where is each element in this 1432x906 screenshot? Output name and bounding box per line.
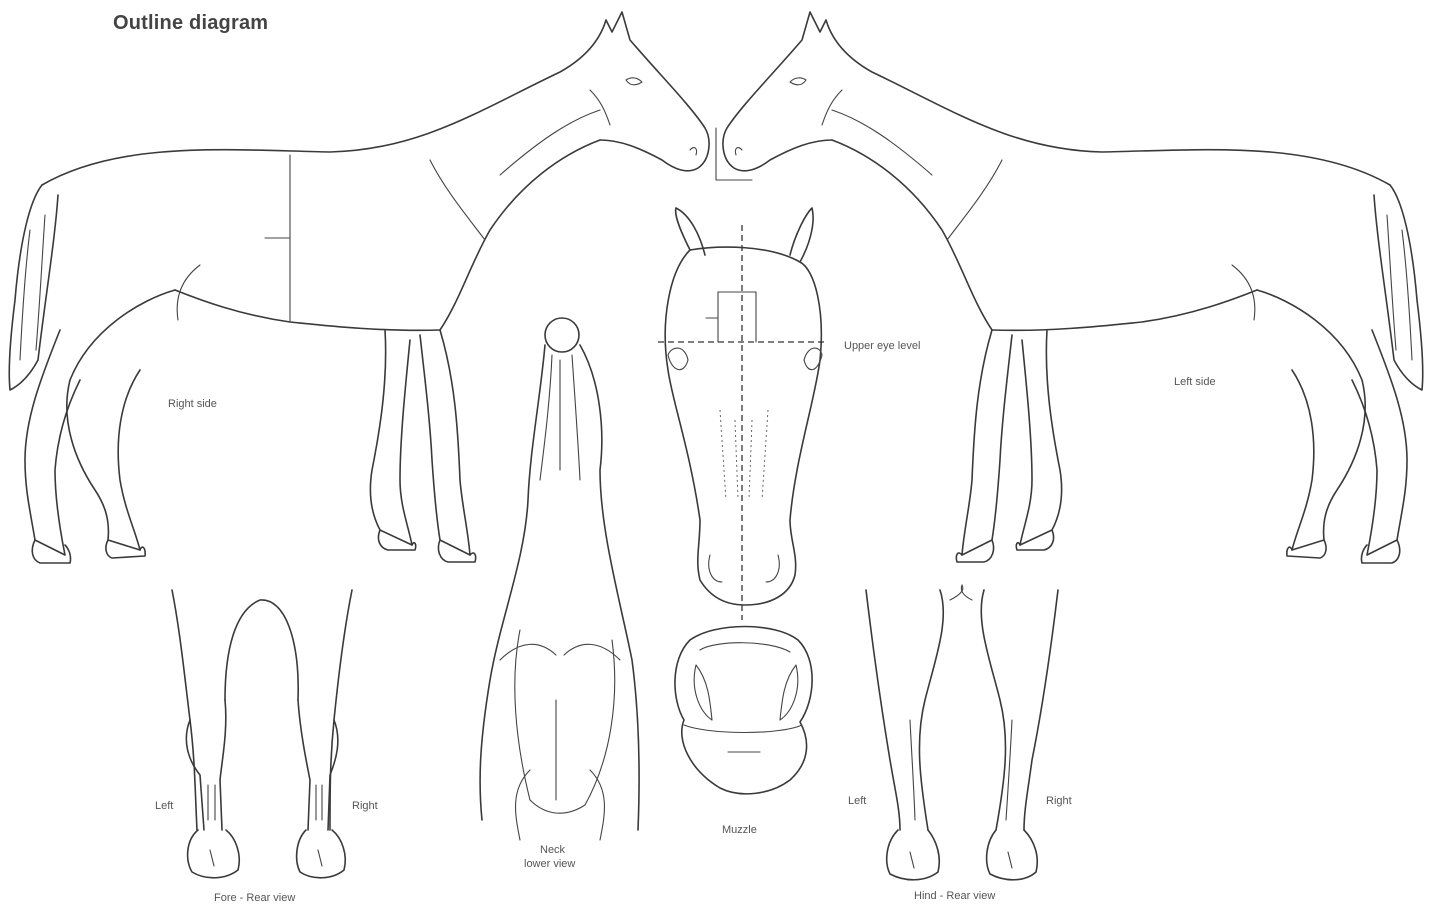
label-upper-eye-level: Upper eye level (844, 340, 920, 352)
label-neck-lower-view: lower view (524, 858, 575, 870)
label-hind-left: Left (848, 795, 866, 807)
hind-rear-view-figure (866, 585, 1058, 880)
head-front-figure (658, 208, 824, 620)
label-muzzle: Muzzle (722, 824, 757, 836)
label-hind-right: Right (1046, 795, 1072, 807)
label-hind-rear-view: Hind - Rear view (914, 890, 995, 902)
horse-left-side-figure (723, 12, 1423, 563)
label-fore-left: Left (155, 800, 173, 812)
label-right-side: Right side (168, 398, 217, 410)
nose-marker (716, 128, 752, 180)
muzzle-figure (675, 627, 812, 794)
fore-rear-view-figure (172, 590, 352, 878)
label-left-side: Left side (1174, 376, 1216, 388)
label-neck: Neck (540, 844, 565, 856)
label-fore-right: Right (352, 800, 378, 812)
label-fore-rear-view: Fore - Rear view (214, 892, 295, 904)
horse-right-side-figure (9, 12, 709, 563)
neck-lower-view-figure (480, 318, 639, 840)
